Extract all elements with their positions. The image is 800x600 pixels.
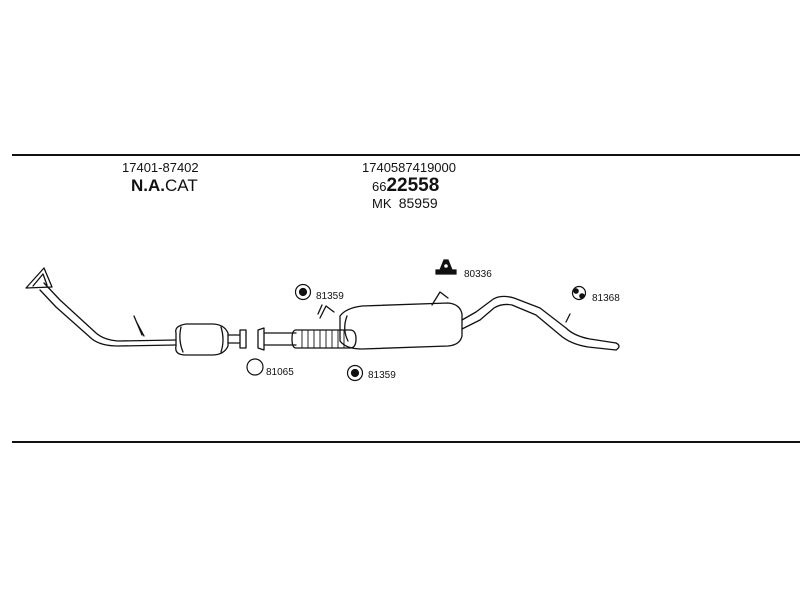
center-code-main: 22558: [386, 175, 440, 196]
top-divider: [12, 154, 800, 156]
rubber-hanger-icon: [571, 285, 587, 301]
muffler-hanger-front: [317, 304, 335, 319]
catalyst-bold-text: N.A.: [131, 176, 165, 195]
clamp-top-icon: [294, 283, 312, 301]
mk-prefix: MK: [372, 196, 392, 211]
converter-outlet-flange: [227, 329, 247, 349]
callout-clamp-bottom: 81359: [368, 370, 396, 381]
clamp-bottom-icon: [346, 364, 364, 382]
center-part-number: 1740587419000: [362, 160, 456, 175]
tail-pipe: [461, 295, 617, 351]
callout-gasket: 81065: [266, 367, 294, 378]
catalyst-light-text: CAT: [165, 176, 198, 195]
rear-muffler: [339, 302, 463, 350]
front-flange-icon: [25, 267, 53, 289]
gasket-ring-icon: [246, 358, 264, 376]
intermediate-flange: [257, 327, 265, 351]
callout-hanger-mid: 80336: [464, 269, 492, 280]
catalytic-converter: [175, 323, 229, 356]
left-catalyst-label: N.A.CAT: [131, 176, 198, 196]
tail-pipe-hanger: [565, 313, 571, 323]
flex-pipe: [263, 332, 297, 346]
left-part-number: 17401-87402: [122, 160, 199, 175]
front-pipe: [39, 282, 177, 347]
center-code: 6622558: [372, 175, 439, 197]
hanger-bracket-icon: [435, 259, 457, 275]
mk-number: 85959: [398, 195, 438, 211]
muffler-hanger-rear: [431, 291, 449, 306]
callout-clamp-top: 81359: [316, 291, 344, 302]
center-code-prefix: 66: [372, 179, 387, 194]
front-pipe-hanger: [133, 315, 145, 337]
callout-hanger-right: 81368: [592, 293, 620, 304]
bottom-divider: [12, 441, 800, 443]
center-mk-line: MK 85959: [372, 195, 438, 211]
